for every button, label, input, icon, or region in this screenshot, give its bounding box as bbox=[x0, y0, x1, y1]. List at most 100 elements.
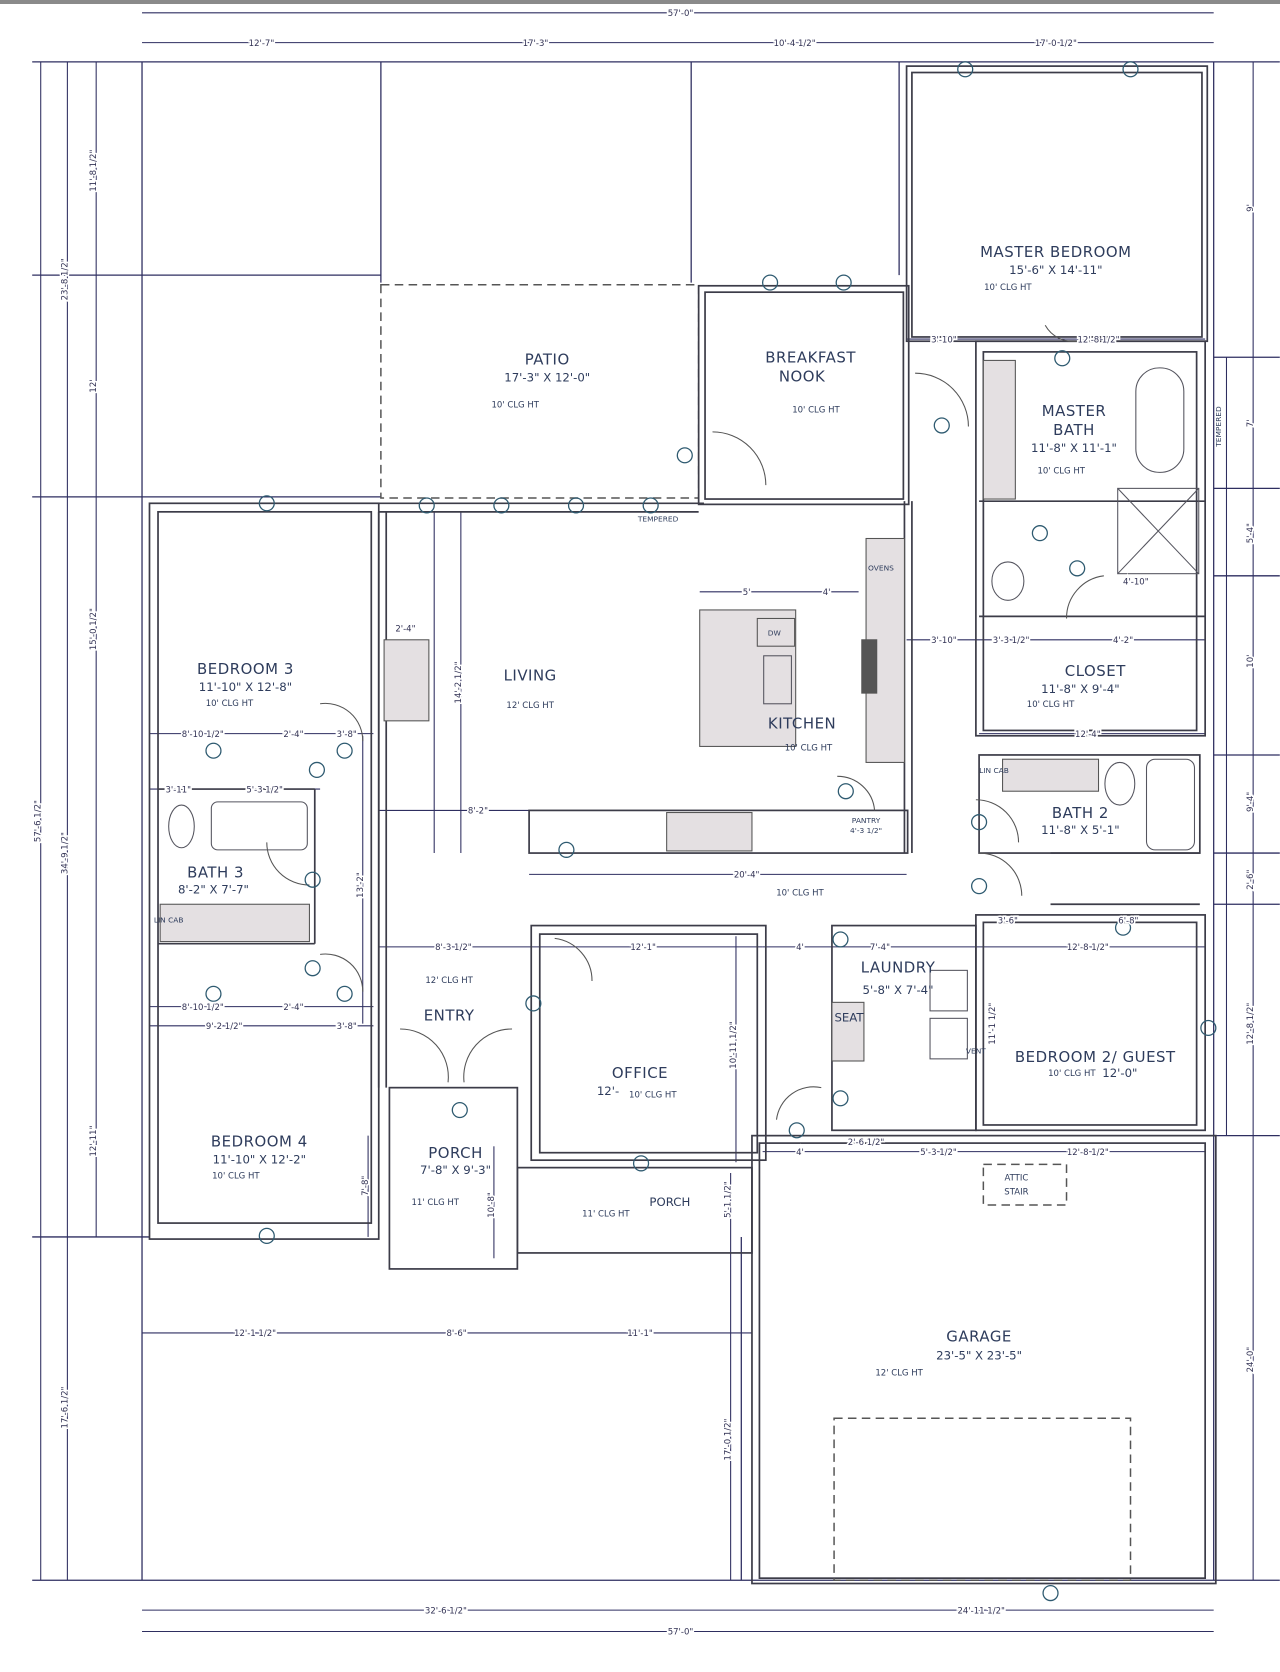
dimension-label-cl-4: 12'-4" bbox=[1075, 730, 1101, 740]
dimension-label-bottom-overall: 57'-0" bbox=[668, 1628, 694, 1638]
dimension-label-left-a5: 17'-6 1/2" bbox=[60, 1386, 70, 1428]
dimension-label-b3-5: 5'-3 1/2" bbox=[246, 785, 283, 795]
dimension-label-b4-1: 8'-10 1/2" bbox=[182, 1003, 224, 1013]
vent-label: VENT bbox=[966, 1047, 986, 1056]
closet-size: 11'-8" X 9'-4" bbox=[1041, 682, 1119, 696]
porch-front-size: 7'-8" X 9'-3" bbox=[420, 1163, 491, 1177]
top-border bbox=[0, 0, 1280, 4]
hall-ceiling: 10' CLG HT bbox=[776, 889, 824, 899]
seat-bench bbox=[831, 1001, 865, 1062]
dimension-label-right-2: 7' bbox=[1246, 419, 1256, 427]
bedroom-3-ceiling: 10' CLG HT bbox=[206, 699, 254, 709]
garage-door bbox=[833, 1417, 1132, 1582]
dimension-label-living-3: 8'-2" bbox=[468, 807, 488, 817]
dimension-label-top-1: 12'-7" bbox=[249, 39, 275, 49]
dimension-label-entry-1: 8'-3 1/2" bbox=[435, 943, 472, 953]
dimension-label-cl-1: 3'-10" bbox=[931, 636, 957, 646]
dimension-label-right-4: 10' bbox=[1246, 655, 1256, 668]
dimension-label-cl-3: 4'-2" bbox=[1113, 636, 1133, 646]
porch-front-ceiling: 11' CLG HT bbox=[412, 1198, 460, 1208]
shower-icon bbox=[1117, 487, 1200, 575]
dryer-icon bbox=[929, 1017, 968, 1060]
dimension-label-left-b1: 23'-8 1/2" bbox=[60, 258, 70, 300]
pantry-size: 4'-3 1/2" bbox=[850, 826, 882, 835]
dimension-label-left-a4: 12'-11" bbox=[89, 1125, 99, 1156]
dimension-label-right-6: 2'-6" bbox=[1246, 870, 1256, 890]
bedroom-4-ceiling: 10' CLG HT bbox=[212, 1171, 260, 1181]
master-bath-name-1: MASTER bbox=[1042, 402, 1107, 420]
dimension-label-porch-2: 8'-6" bbox=[447, 1329, 467, 1339]
dimension-label-living-1: 2'-4" bbox=[395, 624, 415, 634]
ovens-label: OVENS bbox=[868, 563, 894, 572]
dishwasher-label: DW bbox=[768, 629, 782, 638]
fixtures bbox=[159, 359, 1200, 1582]
master-bedroom-size: 15'-6" X 14'-11" bbox=[1009, 263, 1102, 277]
master-bath-name-2: BATH bbox=[1053, 421, 1095, 439]
bedroom-3-size: 11'-10" X 12'-8" bbox=[199, 680, 292, 694]
dimension-label-left-a1: 11'-8 1/2" bbox=[89, 150, 99, 192]
garage-ceiling: 12' CLG HT bbox=[875, 1369, 923, 1379]
washer-icon bbox=[929, 969, 968, 1012]
office-ceiling: 10' CLG HT bbox=[629, 1090, 677, 1100]
kitchen-ceiling: 10' CLG HT bbox=[785, 744, 833, 754]
dimension-label-left-b2: 34'-9 1/2" bbox=[60, 832, 70, 874]
toilet-icon bbox=[1104, 761, 1136, 806]
dimension-label-top-2: 17'-3" bbox=[523, 39, 549, 49]
bathtub-icon bbox=[1145, 758, 1196, 851]
toilet-icon bbox=[168, 804, 195, 849]
dimension-label-b3-3: 3'-8" bbox=[337, 730, 357, 740]
bath-3-size: 8'-2" X 7'-7" bbox=[178, 883, 249, 897]
lin-cab-label: LIN CAB bbox=[979, 766, 1009, 775]
light-fixtures bbox=[205, 61, 1217, 1602]
bedroom-2-size: 12'-0" bbox=[1102, 1066, 1137, 1080]
breakfast-nook-name-1: BREAKFAST bbox=[765, 349, 856, 367]
dimension-label-porch-1: 12'-1 1/2" bbox=[234, 1329, 276, 1339]
lin-cab-label: LIN CAB bbox=[154, 915, 184, 924]
dimension-label-bed2-2: 6'-8" bbox=[1118, 916, 1138, 926]
cooktop-icon bbox=[861, 639, 878, 694]
garage-size: 23'-5" X 23'-5" bbox=[936, 1349, 1022, 1363]
laundry-size: 5'-8" X 7'-4" bbox=[863, 983, 934, 997]
dimension-label-mb-2: 12'-8 1/2" bbox=[1078, 335, 1120, 345]
dimension-label-top-3: 10'-4 1/2" bbox=[774, 39, 816, 49]
dimension-label-kitchen-3: 20'-4" bbox=[734, 871, 760, 881]
dimension-label-bed2-1: 3'-6" bbox=[998, 916, 1018, 926]
dimension-label-left-a2: 12' bbox=[89, 379, 99, 392]
tempered-label: TEMPERED bbox=[1214, 406, 1223, 448]
dimension-label-right-1: 9' bbox=[1246, 204, 1256, 212]
porch-side-name: PORCH bbox=[649, 1195, 690, 1209]
bathtub-icon bbox=[210, 801, 308, 851]
dimension-label-gar-2: 2'-6 1/2" bbox=[848, 1138, 885, 1148]
bedroom-3-name: BEDROOM 3 bbox=[197, 660, 294, 678]
entry-name: ENTRY bbox=[424, 1006, 475, 1024]
dimension-label-gar-1: 4' bbox=[796, 1148, 804, 1158]
breakfast-nook-name-2: NOOK bbox=[779, 368, 826, 386]
bath-2-size: 11'-8" X 5'-1" bbox=[1041, 823, 1119, 837]
bath3-vanity bbox=[159, 903, 310, 943]
dimension-label-bed4-v: 7'-8" bbox=[361, 1176, 371, 1196]
dimension-label-top-overall: 57'-0" bbox=[668, 9, 694, 19]
dimension-label-b4-2: 9'-2 1/2" bbox=[206, 1022, 243, 1032]
dimension-label-side-v: 17'-0 1/2" bbox=[724, 1418, 734, 1460]
dimension-label-cl-2: 3'-3 1/2" bbox=[993, 636, 1030, 646]
bath2-vanity bbox=[1002, 758, 1100, 792]
counter-bottom bbox=[666, 812, 753, 852]
kitchen-sink-icon bbox=[763, 655, 792, 705]
office-size: 12'- bbox=[597, 1084, 619, 1098]
attic-stair bbox=[982, 1163, 1068, 1206]
breakfast-nook-ceiling: 10' CLG HT bbox=[792, 406, 840, 416]
dimension-label-mb-1: 3'-10" bbox=[931, 335, 957, 345]
dimension-label-b3-1: 8'-10 1/2" bbox=[182, 730, 224, 740]
closet-name: CLOSET bbox=[1065, 662, 1126, 680]
dimension-label-laundry-1: 7'-4" bbox=[870, 943, 890, 953]
pantry-name: PANTRY bbox=[852, 816, 881, 825]
bedroom-4-name: BEDROOM 4 bbox=[211, 1132, 308, 1150]
dimension-label-bed2-4: 11'-1 1/2" bbox=[988, 1003, 998, 1045]
kitchen-name: KITCHEN bbox=[768, 714, 836, 732]
dimension-label-office-2: 10'-11 1/2" bbox=[729, 1021, 739, 1068]
seat-label: SEAT bbox=[834, 1011, 864, 1025]
master-bath-size: 11'-8" X 11'-1" bbox=[1031, 441, 1117, 455]
walls bbox=[148, 65, 1217, 1585]
dimension-label-gar-3: 5'-3 1/2" bbox=[920, 1148, 957, 1158]
